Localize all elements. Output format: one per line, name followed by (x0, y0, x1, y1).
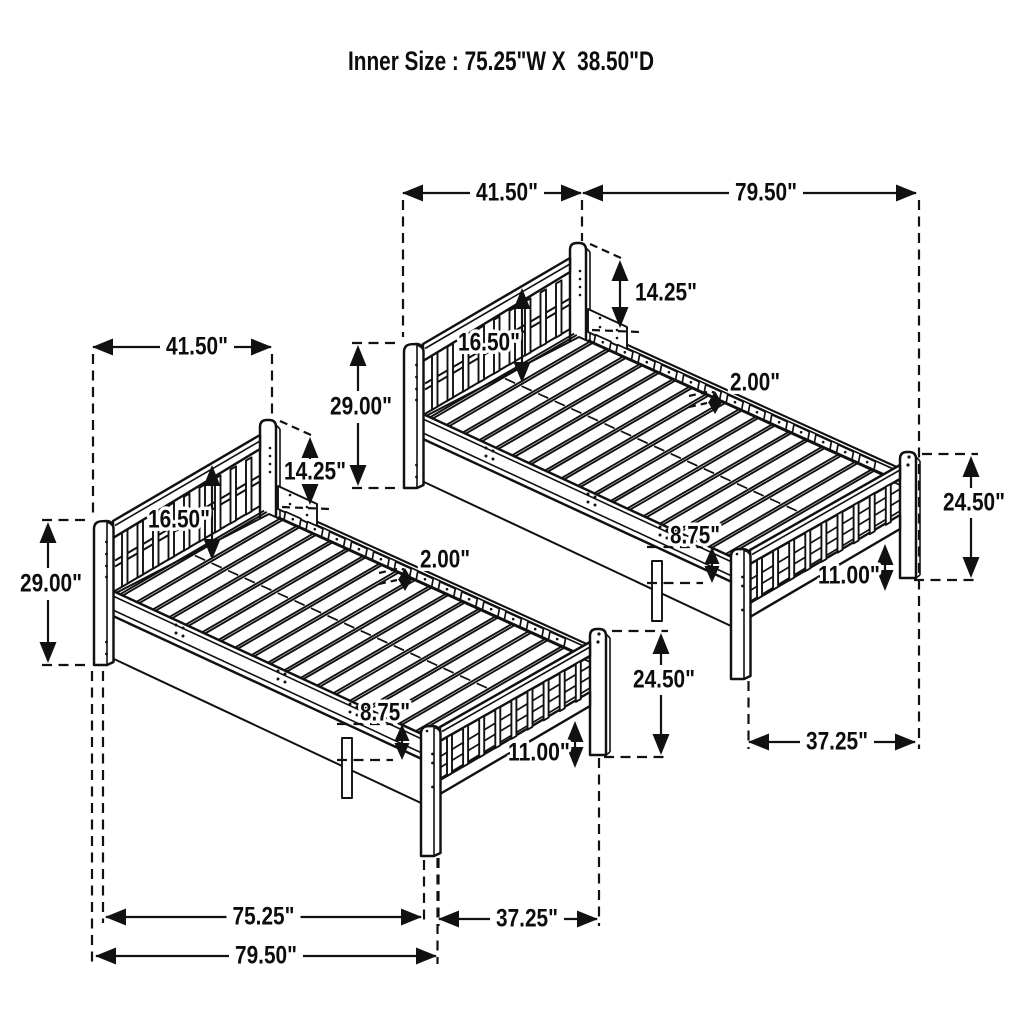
svg-text:11.00": 11.00" (818, 562, 880, 590)
svg-text:79.50": 79.50" (235, 942, 297, 970)
svg-text:41.50": 41.50" (476, 179, 538, 207)
svg-text:Inner Size : 75.25"W X 38.50": Inner Size : 75.25"W X 38.50"D (348, 46, 654, 76)
svg-text:14.25": 14.25" (284, 458, 346, 486)
svg-text:14.25": 14.25" (635, 279, 697, 307)
svg-text:41.50": 41.50" (166, 333, 228, 361)
svg-text:24.50": 24.50" (633, 666, 695, 694)
svg-text:37.25": 37.25" (806, 728, 868, 756)
svg-text:24.50": 24.50" (943, 489, 1005, 517)
svg-text:75.25": 75.25" (233, 903, 295, 931)
svg-text:79.50": 79.50" (735, 179, 797, 207)
svg-text:2.00": 2.00" (730, 369, 780, 397)
svg-text:29.00": 29.00" (330, 393, 392, 421)
svg-text:11.00": 11.00" (508, 739, 570, 767)
svg-text:16.50": 16.50" (458, 329, 520, 357)
svg-text:8.75": 8.75" (360, 699, 410, 727)
svg-text:29.00": 29.00" (20, 570, 82, 598)
svg-text:8.75": 8.75" (670, 522, 720, 550)
svg-text:37.25": 37.25" (496, 905, 558, 933)
svg-text:16.50": 16.50" (148, 506, 210, 534)
svg-text:2.00": 2.00" (420, 546, 470, 574)
